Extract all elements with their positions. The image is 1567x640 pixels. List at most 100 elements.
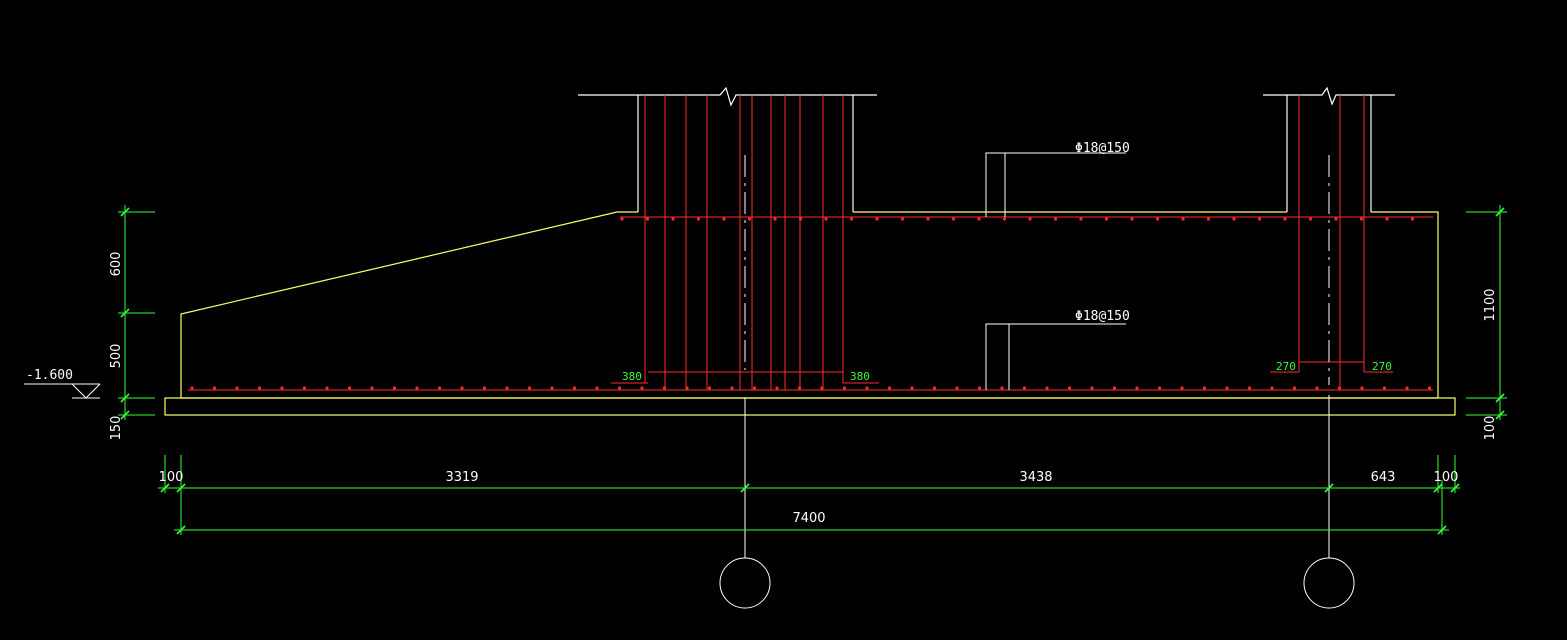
rebar-dot-bottom [730,386,734,390]
axis-bubble-right [1303,557,1355,609]
rebar-dot-bottom [797,386,802,390]
dim-100-right-vert: 100 [1483,416,1498,441]
rebar-dot-bottom [887,386,892,390]
rebar-dot-bottom [617,386,622,390]
rebar-dot-top [1028,217,1032,221]
rebar-label-bottom: Φ18@150 [1075,309,1130,324]
dim-600: 600 [109,252,124,277]
rebar-dot-top [620,217,624,221]
rebar-dot-top [926,217,930,221]
dim-643: 643 [1371,470,1396,485]
rebar-dot-top [1104,217,1109,221]
elevation-label: -1.600 [26,368,73,383]
rebar-dot-bottom [1292,386,1297,390]
rebar-dot-bottom [280,386,284,390]
rebar-dot-bottom [662,386,667,390]
rebar-dot-top [1155,217,1160,221]
rebar-dot-bottom [212,386,217,390]
rebar-dot-bottom [302,386,307,390]
rebar-dot-top [645,217,650,221]
rebar-dot-bottom [257,386,262,390]
rebar-dot-top [1079,217,1083,221]
dim-100-left: 100 [159,470,184,485]
rebar-dot-bottom [325,386,329,390]
rebar-dot-top [722,217,726,221]
rebar-dot-bottom [820,386,824,390]
rebar-dot-bottom [752,386,757,390]
blinding-layer [164,397,1456,416]
dimension-lines [118,205,1507,535]
rebar-group [188,95,1433,391]
rebar-dot-bottom [482,386,487,390]
rebar-dot-top [696,217,701,221]
rebar-dot-bottom [370,386,374,390]
rebar-dot-bottom [550,386,554,390]
rebar-dot-top [1053,217,1058,221]
anchor-label-right-b: 270 [1372,360,1392,373]
anchor-label-left-a: 380 [622,370,642,383]
rebar-dot-bottom [1315,386,1319,390]
dim-1100: 1100 [1483,288,1498,321]
rebar-dot-bottom [1360,386,1364,390]
rebar-dot-top [1308,217,1313,221]
dim-500: 500 [109,344,124,369]
rebar-dot-bottom [910,386,914,390]
dim-100-right: 100 [1434,470,1459,485]
rebar-dot-bottom [932,386,937,390]
rebar-dot-bottom [1247,386,1252,390]
rebar-dot-bottom [595,386,599,390]
axis-lines [719,155,1355,609]
rebar-dot-bottom [527,386,532,390]
rebar-dot-bottom [640,386,644,390]
rebar-dot-top [1283,217,1287,221]
rebar-dot-bottom [707,386,712,390]
rebar-dot-top [1232,217,1236,221]
rebar-dot-top [1181,217,1185,221]
rebar-dot-bottom [1270,386,1274,390]
rebar-dot-top [747,217,752,221]
rebar-dot-bottom [1135,386,1139,390]
rebar-dot-bottom [190,386,194,390]
rebar-dot-top [1002,217,1007,221]
dim-3438: 3438 [1019,470,1052,485]
rebar-dot-bottom [865,386,869,390]
rebar-dot-bottom [1045,386,1049,390]
dim-3319: 3319 [445,470,478,485]
rebar-dot-bottom [1112,386,1117,390]
rebar-dot-top [773,217,777,221]
rebar-dot-top [824,217,828,221]
anchor-label-left-b: 380 [850,370,870,383]
rebar-dot-top [1334,217,1338,221]
rebar-dot-bottom [1202,386,1207,390]
rebar-dot-top [875,217,879,221]
column-right [1263,86,1395,212]
rebar-dots-bottom [190,386,1432,390]
rebar-dot-bottom [1022,386,1027,390]
dim-150: 150 [109,416,124,441]
column-left [578,86,877,212]
rebar-dot-bottom [1090,386,1094,390]
rebar-dot-bottom [955,386,959,390]
footing-outline [164,211,1456,416]
axis-bubble-left [719,557,771,609]
rebar-dot-bottom [505,386,509,390]
rebar-dot-top [1130,217,1134,221]
rebar-dot-bottom [842,386,847,390]
rebar-dot-top [849,217,854,221]
rebar-dot-bottom [235,386,239,390]
rebar-dot-bottom [1180,386,1184,390]
rebar-dot-bottom [415,386,419,390]
rebar-dot-top [977,217,981,221]
rebar-dot-bottom [437,386,442,390]
rebar-dot-bottom [1000,386,1004,390]
rebar-dot-bottom [685,386,689,390]
rebar-dot-bottom [1427,386,1432,390]
rebar-dot-bottom [392,386,397,390]
rebar-label-top: Φ18@150 [1075,141,1130,156]
rebar-dot-top [951,217,956,221]
rebar-dot-bottom [977,386,982,390]
rebar-dot-bottom [1405,386,1409,390]
rebar-dot-top [1385,217,1389,221]
rebar-dot-bottom [460,386,464,390]
